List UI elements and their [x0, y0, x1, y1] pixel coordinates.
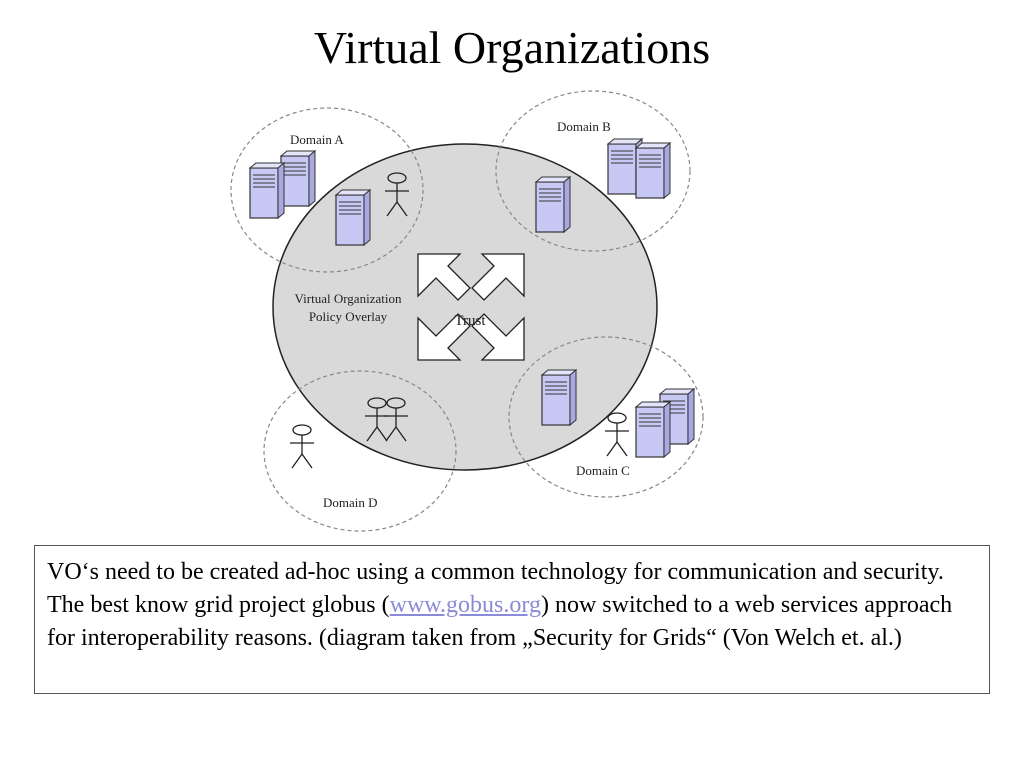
domain-c-boundary [508, 336, 704, 498]
overlay-label-line2: Policy Overlay [309, 309, 388, 324]
caption-text-start: VO‘s need to be created ad-hoc using a c… [47, 559, 944, 618]
server-icon [535, 176, 571, 233]
domain-b-boundary [495, 90, 691, 252]
domain-d-boundary [263, 370, 457, 532]
server-icon [249, 162, 285, 219]
person-icon [604, 412, 630, 457]
vo-policy-overlay [272, 143, 658, 471]
caption-text-end: ) now switched to a web services approac… [47, 592, 953, 651]
vo-diagram: Domain A Domain B Domain C Domain D Virt… [230, 90, 704, 532]
domain-b-label: Domain B [557, 119, 611, 134]
overlay-label-line1: Virtual Organization [295, 291, 402, 306]
domain-a-label: Domain A [290, 132, 344, 147]
server-icon [635, 142, 671, 199]
slide-title: Virtual Organizations [313, 22, 711, 73]
trust-label: Trust [454, 313, 486, 329]
domain-c-label: Domain C [576, 463, 630, 478]
server-icon [635, 401, 671, 458]
domain-a-boundary [230, 107, 424, 273]
server-icon [541, 369, 577, 426]
person-icon [289, 424, 315, 469]
server-icon [335, 189, 371, 246]
caption-box: VO‘s need to be created ad-hoc using a c… [34, 545, 990, 694]
trust-arrows-icon [417, 253, 525, 361]
domain-d-label: Domain D [323, 495, 378, 510]
globus-link[interactable]: www.gobus.org [389, 592, 541, 618]
server-icon [280, 150, 316, 207]
